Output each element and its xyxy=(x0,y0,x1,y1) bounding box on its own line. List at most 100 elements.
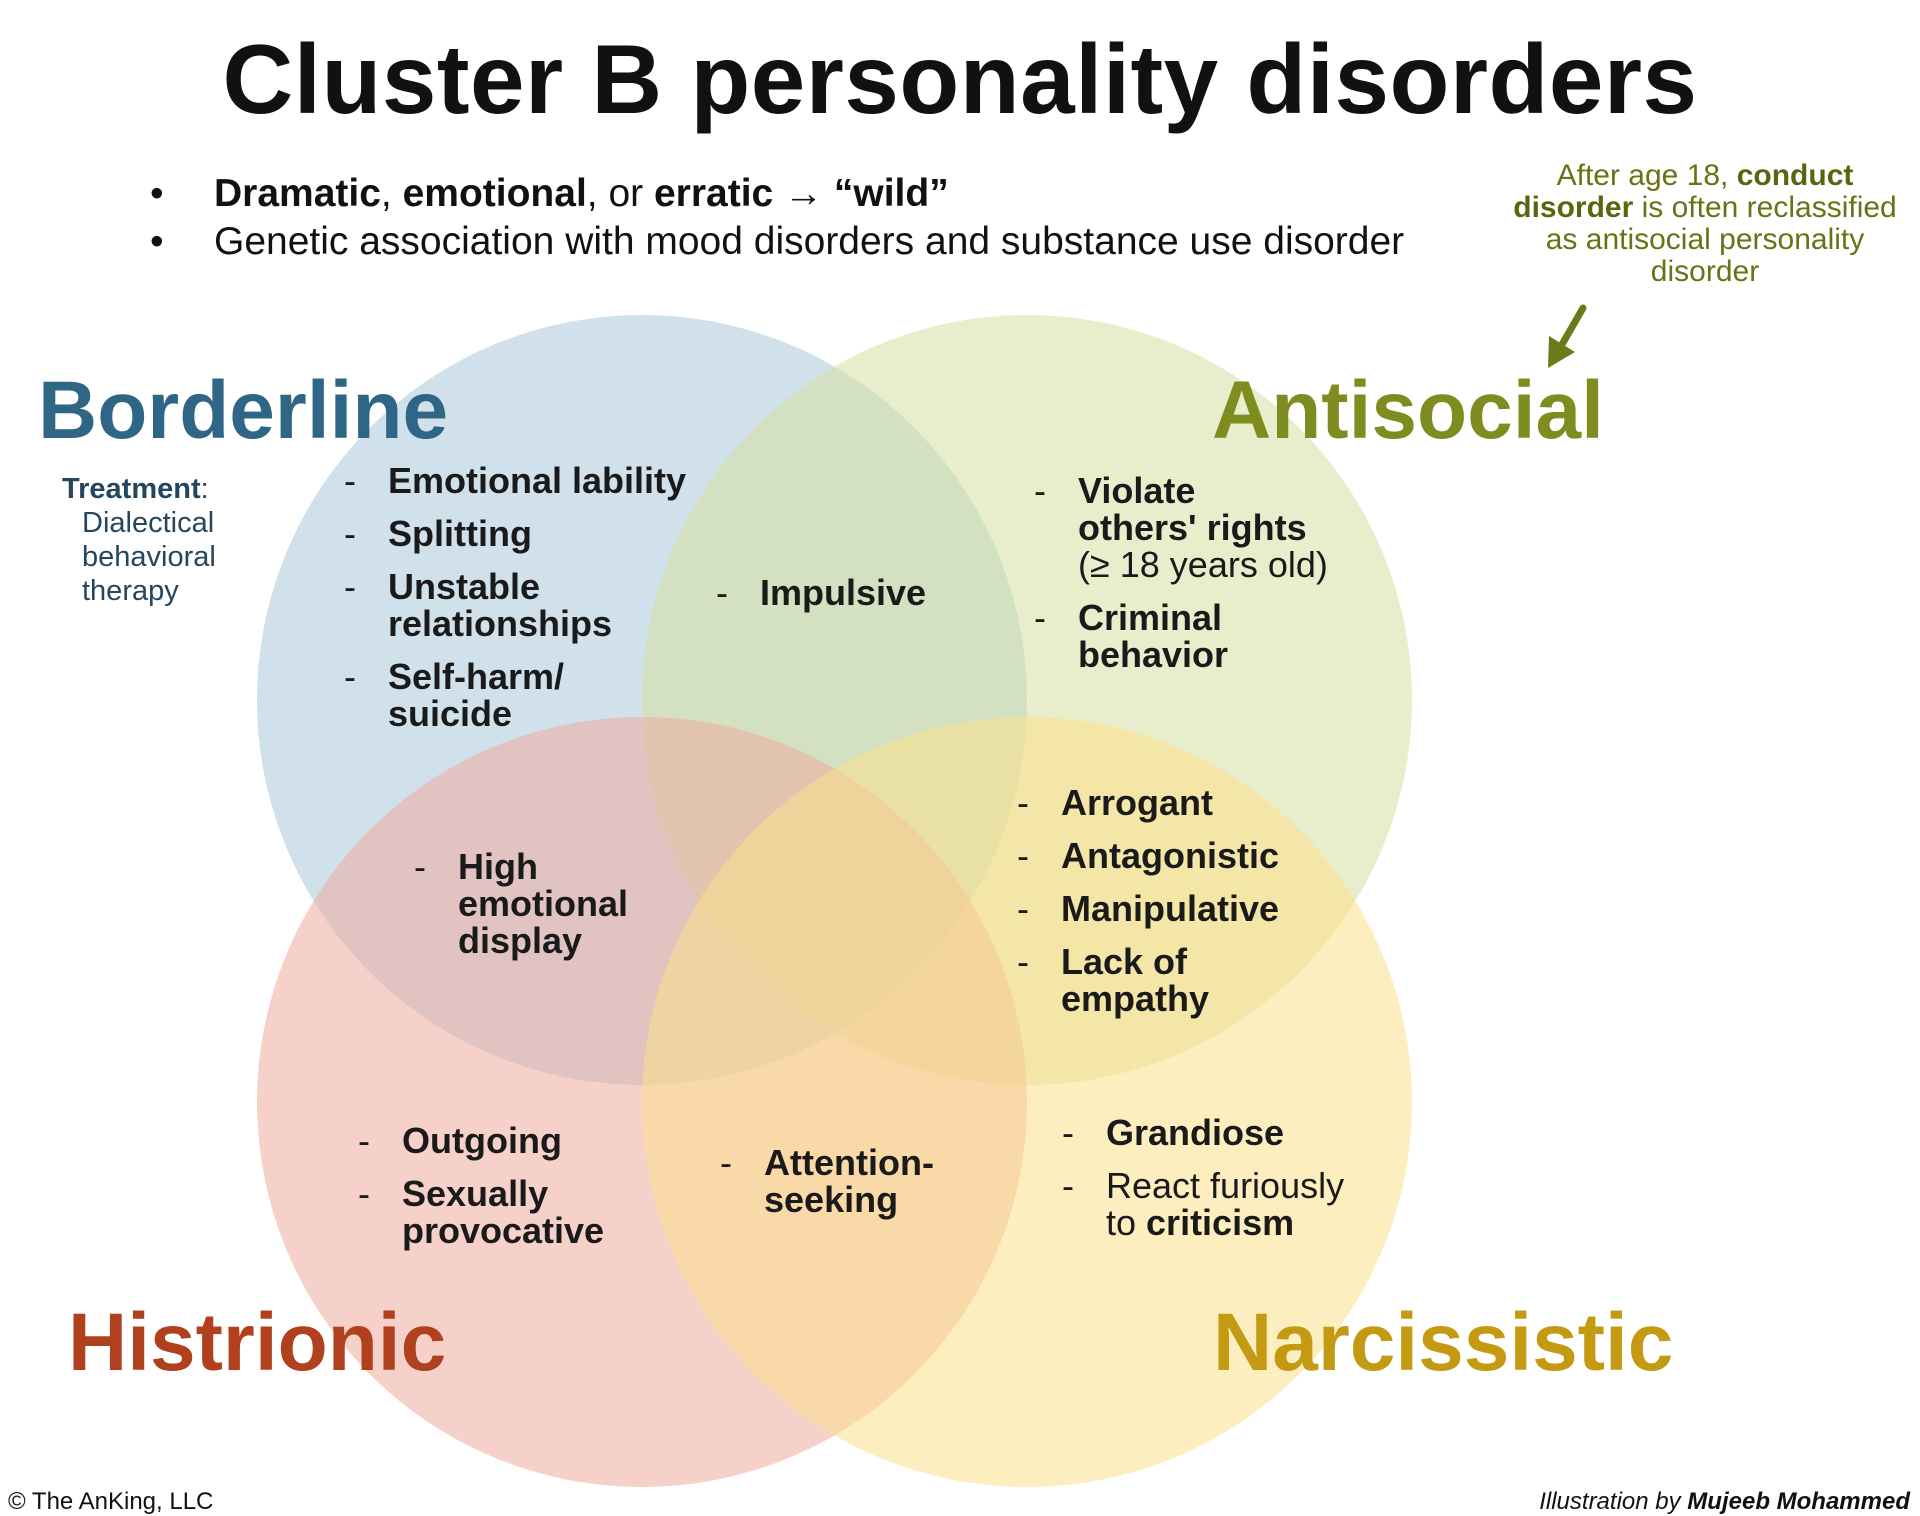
dash: - xyxy=(720,1142,732,1183)
trait-text: Criminal behavior xyxy=(1078,597,1229,675)
trait-text: Violate others' rights(≥ 18 years old) xyxy=(1078,472,1328,583)
list-item: -Antagonistic xyxy=(1017,837,1357,874)
list-item: -Emotional lability xyxy=(344,462,724,499)
bullet-text-1: Dramatic, emotional, or erratic → “wild” xyxy=(214,170,949,218)
sep-1: , xyxy=(380,172,403,215)
dash: - xyxy=(1062,1165,1074,1206)
bullet-row-2: • Genetic association with mood disorder… xyxy=(150,218,1404,266)
trait-text: Lack of empathy xyxy=(1061,941,1210,1019)
trait-text: Sexually provocative xyxy=(402,1173,605,1251)
histrionic-narcissistic-traits: -Attention- seeking xyxy=(720,1144,980,1234)
word-dramatic: Dramatic xyxy=(214,172,381,215)
dash: - xyxy=(358,1120,370,1161)
dash: - xyxy=(358,1173,370,1214)
word-erratic: erratic xyxy=(653,172,774,215)
narcissistic-traits: -Grandiose -React furiously to criticism xyxy=(1062,1114,1382,1257)
treatment-colon: : xyxy=(200,473,209,505)
list-item: -Arrogant xyxy=(1017,784,1357,821)
antisocial-traits: -Violate others' rights(≥ 18 years old) … xyxy=(1034,472,1374,689)
trait-text: High emotional display xyxy=(458,846,629,961)
borderline-antisocial-traits: -Impulsive xyxy=(716,574,966,627)
antisocial-narcissistic-traits: -Arrogant -Antagonistic -Manipulative -L… xyxy=(1017,784,1357,1033)
list-item: -React furiously to criticism xyxy=(1062,1167,1382,1241)
trait-age-note: (≥ 18 years old) xyxy=(1078,544,1328,585)
trait-normal: React furiously to xyxy=(1106,1165,1345,1243)
trait-text: Impulsive xyxy=(760,572,927,613)
treatment-line: therapy xyxy=(82,575,179,607)
word-wild: “wild” xyxy=(833,172,949,215)
arrow-down-left-icon xyxy=(1548,304,1587,368)
label-narcissistic: Narcissistic xyxy=(1213,1297,1674,1388)
trait-bold: Violate others' rights xyxy=(1078,470,1307,548)
copyright: © The AnKing, LLC xyxy=(8,1488,214,1515)
trait-bold: criticism xyxy=(1146,1202,1295,1243)
dash: - xyxy=(1017,888,1029,929)
list-item: -Impulsive xyxy=(716,574,966,611)
list-item: -Splitting xyxy=(344,515,724,552)
list-item: -Manipulative xyxy=(1017,890,1357,927)
dash: - xyxy=(414,846,426,887)
note-part-1: After age 18, xyxy=(1556,159,1737,192)
treatment-note: Treatment: Dialectical behavioral therap… xyxy=(62,472,216,608)
treatment-heading: Treatment: xyxy=(62,472,216,506)
list-item: -Lack of empathy xyxy=(1017,943,1357,1017)
label-antisocial: Antisocial xyxy=(1212,365,1604,456)
dash: - xyxy=(1017,782,1029,823)
list-item: -Outgoing xyxy=(358,1122,678,1159)
word-emotional: emotional xyxy=(402,172,587,215)
trait-text: Unstable relationships xyxy=(388,566,613,644)
bullet-glyph: • xyxy=(150,220,164,263)
bullet-row-1: • Dramatic, emotional, or erratic → “wil… xyxy=(150,170,1404,218)
credit-prefix: Illustration by xyxy=(1539,1488,1688,1515)
conduct-disorder-note: After age 18, conduct disorder is often … xyxy=(1510,160,1900,288)
bullet-glyph: • xyxy=(150,172,164,215)
list-item: -Unstable relationships xyxy=(344,568,724,642)
treatment-line: Dialectical xyxy=(82,507,215,539)
histrionic-traits: -Outgoing -Sexually provocative xyxy=(358,1122,678,1265)
sep-2: , or xyxy=(586,172,654,215)
list-item: -High emotional display xyxy=(414,848,674,959)
sep-arrow: → xyxy=(773,172,834,215)
dash: - xyxy=(1017,835,1029,876)
label-histrionic: Histrionic xyxy=(68,1297,447,1388)
borderline-traits: -Emotional lability -Splitting -Unstable… xyxy=(344,462,724,748)
borderline-histrionic-traits: -High emotional display xyxy=(414,848,674,975)
dash: - xyxy=(344,513,356,554)
intro-bullets: • Dramatic, emotional, or erratic → “wil… xyxy=(150,170,1404,266)
note-bold: conduct disorder xyxy=(1513,159,1854,224)
dash: - xyxy=(1034,470,1046,511)
trait-text: Splitting xyxy=(388,513,532,554)
trait-text: Attention- seeking xyxy=(764,1142,934,1220)
list-item: -Violate others' rights(≥ 18 years old) xyxy=(1034,472,1374,583)
dash: - xyxy=(1017,941,1029,982)
trait-text: Outgoing xyxy=(402,1120,562,1161)
trait-text: Antagonistic xyxy=(1061,835,1280,876)
trait-text: React furiously to criticism xyxy=(1106,1167,1344,1241)
credit-name: Mujeeb Mohammed xyxy=(1687,1488,1910,1515)
dash: - xyxy=(344,460,356,501)
trait-text: Self-harm/ suicide xyxy=(388,656,565,734)
dash: - xyxy=(344,656,356,697)
trait-text: Arrogant xyxy=(1061,782,1213,823)
trait-text: Manipulative xyxy=(1061,888,1280,929)
trait-text: Grandiose xyxy=(1106,1112,1285,1153)
note-part-2: is often reclassified as antisocial pers… xyxy=(1545,191,1897,288)
list-item: -Sexually provocative xyxy=(358,1175,678,1249)
label-borderline: Borderline xyxy=(38,365,449,456)
list-item: -Self-harm/ suicide xyxy=(344,658,724,732)
dash: - xyxy=(344,566,356,607)
treatment-label: Treatment xyxy=(62,473,201,505)
illustration-credit: Illustration by Mujeeb Mohammed xyxy=(1539,1488,1910,1516)
page-title: Cluster B personality disorders xyxy=(222,24,1698,134)
dash: - xyxy=(1034,597,1046,638)
treatment-line: behavioral xyxy=(82,541,216,573)
list-item: -Grandiose xyxy=(1062,1114,1382,1151)
circle-narcissistic xyxy=(642,717,1412,1487)
list-item: -Attention- seeking xyxy=(720,1144,980,1218)
bullet-text-2: Genetic association with mood disorders … xyxy=(214,220,1405,263)
dash: - xyxy=(716,572,728,613)
trait-text: Emotional lability xyxy=(388,460,687,501)
dash: - xyxy=(1062,1112,1074,1153)
list-item: -Criminal behavior xyxy=(1034,599,1374,673)
